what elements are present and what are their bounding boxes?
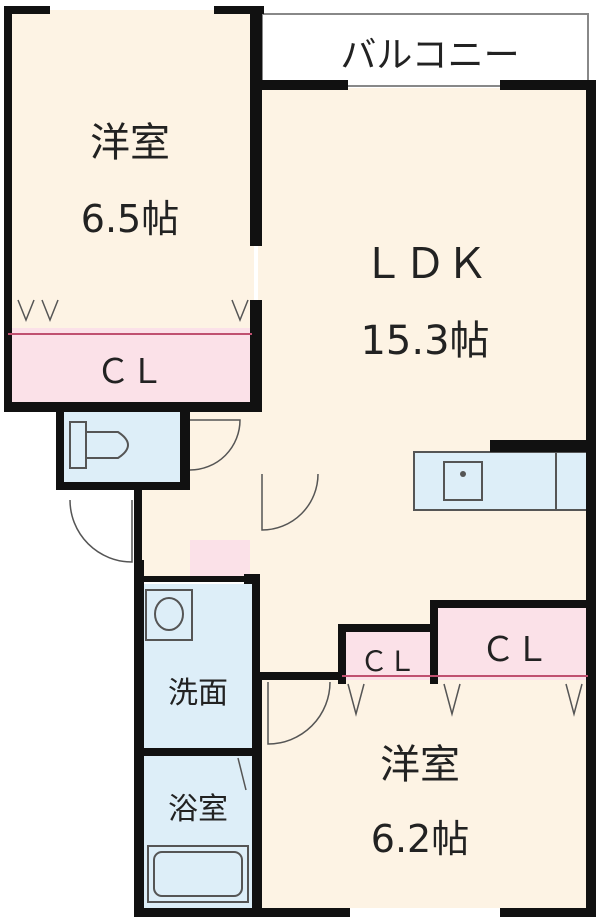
door-swing-lines [17,299,583,791]
closet-1-label: ＣＬ [96,352,164,392]
kitchen-counter [413,451,589,511]
ldk-name: ＬＤＫ [361,239,488,288]
ldk-floor [258,88,588,680]
washbasin-icon [145,589,193,641]
closet-1-floor [8,328,254,404]
western-room-1-name: 洋室 [90,120,170,166]
closet-2-floor [342,630,434,680]
walls [4,6,596,917]
closet-2-label: ＣＬ [359,645,416,678]
closet-3-floor [436,606,588,680]
washroom-label: 洗面 [168,676,228,711]
western-room-2-floor [258,680,588,908]
entrance-floor [190,540,250,576]
western-room-2-name: 洋室 [380,742,460,788]
bathtub-icon [147,845,249,903]
ldk-size: 15.3帖 [360,318,490,364]
western-room-2-size: 6.2帖 [370,817,470,861]
washroom-floor [140,584,252,750]
balcony-label: バルコニー [340,35,520,76]
western-room-1-floor [8,10,254,328]
toilet-icon [69,421,129,469]
toilet-floor [60,412,186,486]
balcony-area [261,13,589,87]
closet-3-label: ＣＬ [481,630,549,670]
bathroom-floor [140,754,252,908]
sink-icon [443,461,483,501]
bathroom-label: 浴室 [168,792,228,827]
western-room-1-size: 6.5帖 [80,197,180,241]
